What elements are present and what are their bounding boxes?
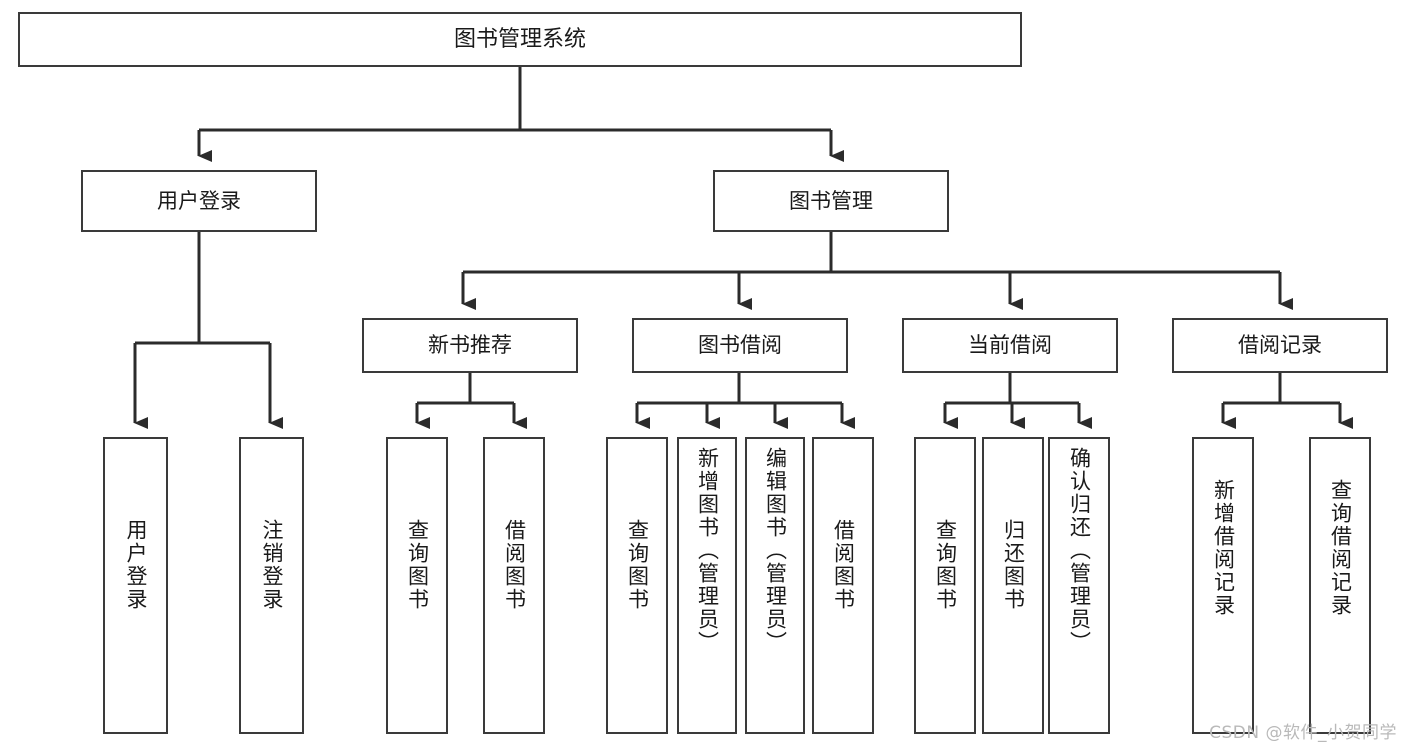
node-leaf-add-record[interactable]: 新增借阅记录 — [1192, 437, 1254, 734]
node-leaf-borrow-book-2-label: 借阅图书 — [831, 519, 856, 611]
node-leaf-query-record-label: 查询借阅记录 — [1328, 479, 1353, 617]
node-leaf-query-book-2[interactable]: 查询图书 — [606, 437, 668, 734]
node-leaf-user-login[interactable]: 用户登录 — [103, 437, 168, 734]
node-book-manage-label: 图书管理 — [789, 188, 873, 213]
node-leaf-borrow-book-1-label: 借阅图书 — [502, 519, 527, 611]
node-leaf-edit-book[interactable]: 编辑图书（管理员） — [745, 437, 805, 734]
node-leaf-query-book-3[interactable]: 查询图书 — [914, 437, 976, 734]
node-user-login[interactable]: 用户登录 — [81, 170, 317, 232]
node-leaf-query-book-1-label: 查询图书 — [405, 519, 430, 611]
node-leaf-query-record[interactable]: 查询借阅记录 — [1309, 437, 1371, 734]
node-leaf-return-book-label: 归还图书 — [1001, 519, 1026, 611]
node-leaf-add-book[interactable]: 新增图书（管理员） — [677, 437, 737, 734]
node-leaf-query-book-3-label: 查询图书 — [933, 519, 958, 611]
watermark-text: CSDN @软件_小贺同学 — [1209, 723, 1397, 743]
node-leaf-query-book-2-label: 查询图书 — [625, 519, 650, 611]
node-leaf-query-book-1[interactable]: 查询图书 — [386, 437, 448, 734]
node-leaf-edit-book-label: 编辑图书（管理员） — [763, 447, 788, 654]
node-leaf-borrow-book-2[interactable]: 借阅图书 — [812, 437, 874, 734]
node-leaf-return-book[interactable]: 归还图书 — [982, 437, 1044, 734]
node-new-book-rec-label: 新书推荐 — [428, 333, 512, 358]
node-leaf-add-book-label: 新增图书（管理员） — [695, 447, 720, 654]
node-book-manage[interactable]: 图书管理 — [713, 170, 949, 232]
node-leaf-borrow-book-1[interactable]: 借阅图书 — [483, 437, 545, 734]
node-user-login-label: 用户登录 — [157, 188, 241, 213]
node-leaf-logout-label: 注销登录 — [260, 519, 284, 611]
node-root[interactable]: 图书管理系统 — [18, 12, 1022, 67]
node-leaf-add-record-label: 新增借阅记录 — [1211, 479, 1236, 617]
node-new-book-rec[interactable]: 新书推荐 — [362, 318, 578, 373]
node-current-borrow-label: 当前借阅 — [968, 333, 1052, 358]
node-borrow-record[interactable]: 借阅记录 — [1172, 318, 1388, 373]
node-leaf-confirm-return-label: 确认归还（管理员） — [1067, 447, 1092, 654]
node-current-borrow[interactable]: 当前借阅 — [902, 318, 1118, 373]
node-book-borrow[interactable]: 图书借阅 — [632, 318, 848, 373]
node-root-label: 图书管理系统 — [453, 26, 586, 52]
node-borrow-record-label: 借阅记录 — [1238, 333, 1322, 358]
node-leaf-confirm-return[interactable]: 确认归还（管理员） — [1048, 437, 1110, 734]
node-leaf-logout[interactable]: 注销登录 — [239, 437, 304, 734]
node-leaf-user-login-label: 用户登录 — [124, 519, 148, 611]
node-book-borrow-label: 图书借阅 — [698, 333, 782, 358]
